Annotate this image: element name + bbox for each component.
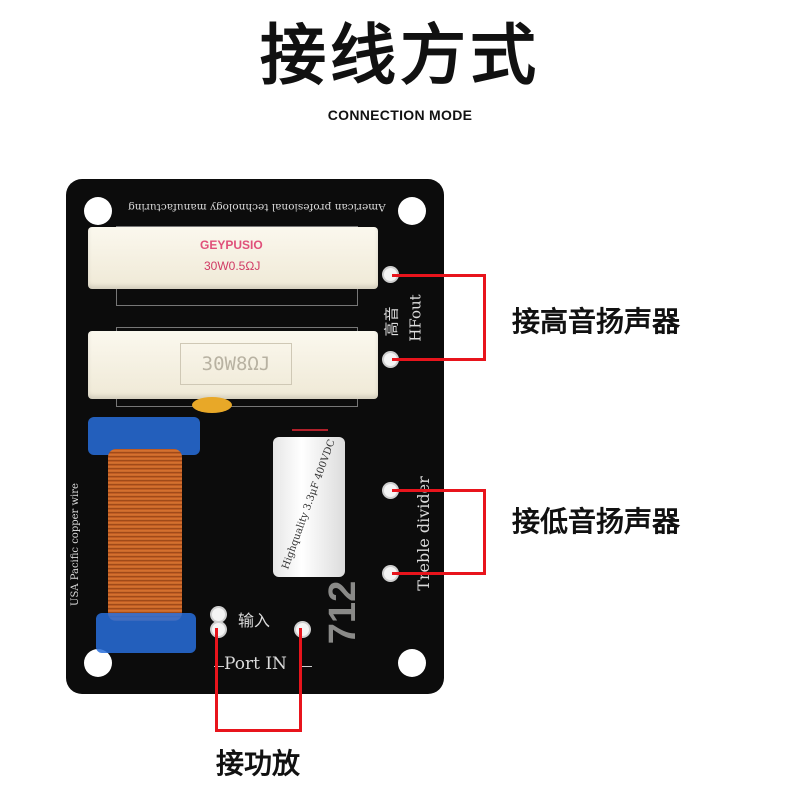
inductor-coil xyxy=(108,449,182,621)
input-terminal-pad xyxy=(212,623,225,636)
hf-label-en: HFout xyxy=(406,294,425,342)
page-title: 接线方式 xyxy=(260,17,540,94)
resistor-value: 30W8ΩJ xyxy=(180,343,292,385)
woofer-callout-label: 接低音扬声器 xyxy=(512,505,681,538)
lf-terminal-pad xyxy=(384,567,397,580)
input-terminal-pad xyxy=(212,608,225,621)
mounting-hole xyxy=(398,197,426,225)
resistor-bottom: 30W8ΩJ xyxy=(88,331,378,399)
tweeter-callout-label: 接高音扬声器 xyxy=(512,305,681,338)
mounting-hole xyxy=(398,649,426,677)
callout-line xyxy=(215,729,302,732)
callout-line xyxy=(483,274,486,361)
hf-terminal-pad xyxy=(384,353,397,366)
mounting-hole xyxy=(84,197,112,225)
film-capacitor: Highquality 3.3μF 400VDC xyxy=(273,437,345,577)
port-line xyxy=(302,666,312,667)
callout-line xyxy=(392,358,486,361)
lf-terminal-pad xyxy=(384,484,397,497)
amp-callout-label: 接功放 xyxy=(216,747,301,780)
crossover-board: American profesional technology manufact… xyxy=(66,179,444,694)
resistor-brand: GEYPUSIO xyxy=(200,238,263,252)
callout-line xyxy=(215,628,218,732)
hf-label-cn: 高音 xyxy=(382,306,401,337)
capacitor-lead xyxy=(292,429,328,431)
port-in-label: Port IN xyxy=(224,654,287,674)
callout-line xyxy=(299,628,302,732)
coil-bobbin-bottom xyxy=(96,613,196,653)
resistor-value: 30W0.5ΩJ xyxy=(204,259,261,273)
board-top-text: American profesional technology manufact… xyxy=(128,201,386,213)
mounting-hole xyxy=(84,649,112,677)
capacitor-text: Highquality 3.3μF 400VDC xyxy=(280,438,338,571)
callout-line xyxy=(392,572,486,575)
resistor-top: GEYPUSIO 30W0.5ΩJ xyxy=(88,227,378,289)
input-label-cn: 输入 xyxy=(238,611,271,630)
hf-terminal-pad xyxy=(384,268,397,281)
coil-bobbin-top xyxy=(88,417,200,455)
page-subtitle: CONNECTION MODE xyxy=(327,107,473,123)
coil-text: USA Pacific copper wire xyxy=(69,483,81,606)
small-capacitor xyxy=(192,397,232,413)
input-terminal-pad xyxy=(296,623,309,636)
callout-line xyxy=(483,489,486,575)
callout-line xyxy=(392,489,486,492)
callout-line xyxy=(392,274,486,277)
port-line xyxy=(214,666,224,667)
model-number: 712 xyxy=(322,580,365,645)
